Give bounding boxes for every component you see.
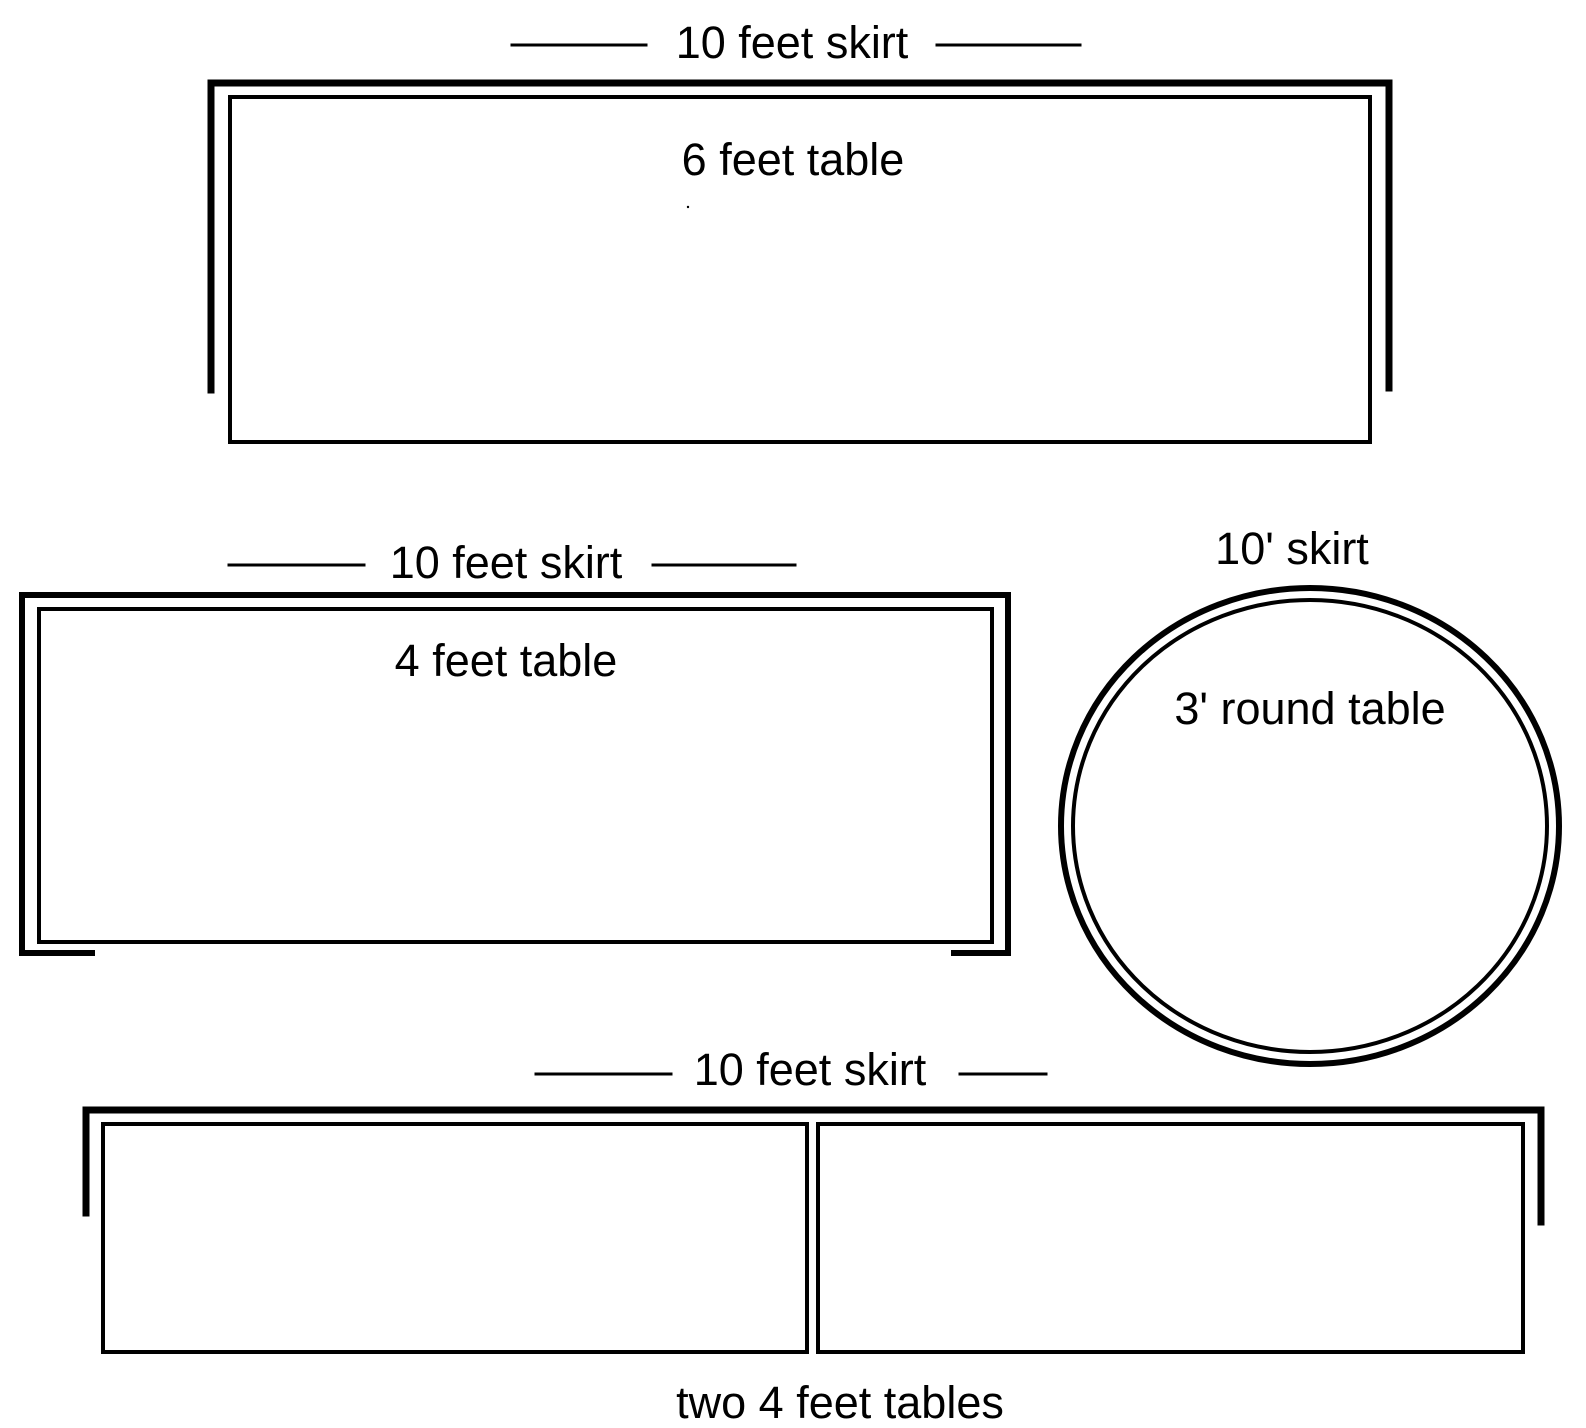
round-skirt-outline xyxy=(1058,585,1562,1067)
bottom-table-right xyxy=(816,1122,1525,1354)
middle-skirt-outline xyxy=(19,592,1011,956)
bottom-tables-label: two 4 feet tables xyxy=(676,1377,1004,1428)
middle-table-label: 4 feet table xyxy=(394,635,618,686)
top-table-dot xyxy=(686,205,690,209)
top-skirt-label: 10 feet skirt xyxy=(675,17,909,68)
round-skirt-label: 10' skirt xyxy=(1215,523,1369,574)
round-table-3-feet xyxy=(1071,598,1549,1054)
top-table-6-feet xyxy=(228,95,1372,444)
bottom-table-left xyxy=(101,1122,809,1354)
middle-table-4-feet xyxy=(37,607,994,944)
top-table-label: 6 feet table xyxy=(681,134,905,185)
bottom-skirt-label: 10 feet skirt xyxy=(693,1044,927,1095)
top-skirt-outline xyxy=(207,79,1393,394)
bottom-skirt-outline xyxy=(82,1106,1545,1226)
round-table-label: 3' round table xyxy=(1174,683,1446,734)
middle-skirt-label: 10 feet skirt xyxy=(389,537,623,588)
